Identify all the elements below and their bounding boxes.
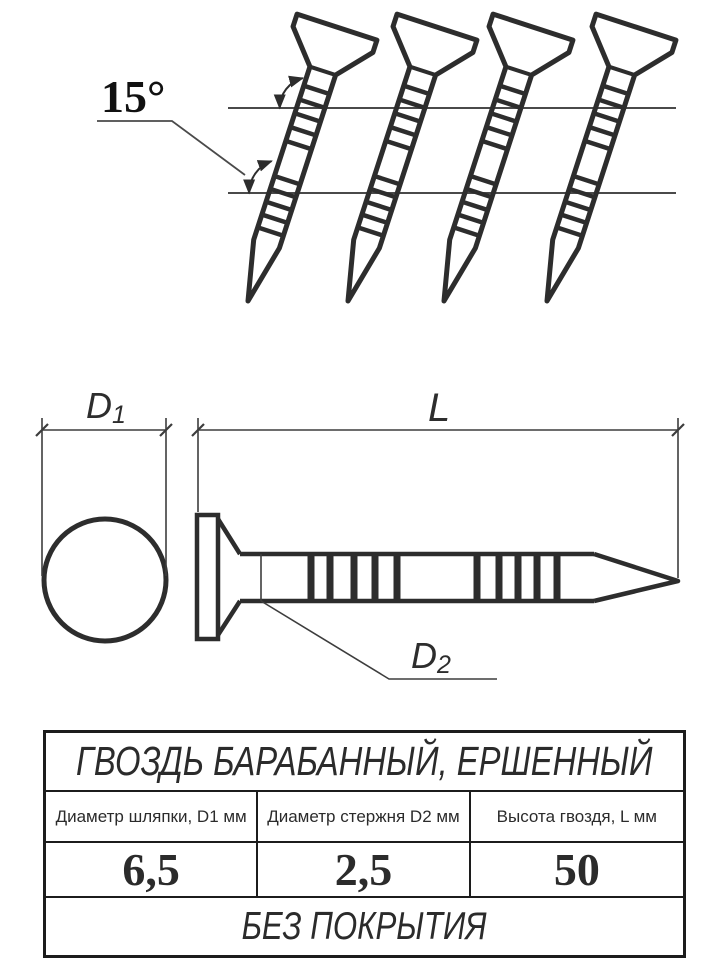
nail-head-side xyxy=(194,512,221,642)
nail-point xyxy=(593,551,681,604)
d2-leader-line xyxy=(260,600,497,680)
shank-rings xyxy=(307,554,561,601)
spec-table: ГВОЗДЬ БАРАБАННЫЙ, ЕРШЕННЫЙ Диаметр шляп… xyxy=(43,730,686,958)
col-header-d1: Диаметр шляпки, D1 мм xyxy=(46,792,259,843)
spec-table-title-row: ГВОЗДЬ БАРАБАННЫЙ, ЕРШЕННЫЙ xyxy=(46,733,683,792)
col-header-d2: Диаметр стержня D2 мм xyxy=(258,792,471,843)
nail-2 xyxy=(308,14,477,314)
dimensioned-nail-view: D1 L D2 xyxy=(35,385,685,680)
angle-arc-upper xyxy=(273,75,305,110)
coating-note: БЕЗ ПОКРЫТИЯ xyxy=(242,904,487,948)
length-label: L xyxy=(428,386,450,430)
nail-side-view xyxy=(194,512,681,642)
spec-table-footer-row: БЕЗ ПОКРЫТИЯ xyxy=(46,898,683,955)
angle-leader-line xyxy=(97,120,246,176)
value-d2: 2,5 xyxy=(258,843,471,898)
d2-label: D2 xyxy=(411,635,451,679)
d1-dimension xyxy=(35,418,173,576)
nail-head-top-view xyxy=(41,516,169,644)
nail-4 xyxy=(507,14,676,314)
d1-label: D1 xyxy=(86,385,126,429)
angle-value-label: 15° xyxy=(101,71,165,122)
head-taper xyxy=(216,517,242,637)
nail-technical-drawing: 15° D1 L xyxy=(35,0,685,680)
value-length: 50 xyxy=(470,843,683,898)
length-dimension xyxy=(191,418,685,578)
collated-nails-view: 15° xyxy=(97,14,676,314)
product-title: ГВОЗДЬ БАРАБАННЫЙ, ЕРШЕННЫЙ xyxy=(76,738,653,784)
shank-outline xyxy=(240,551,594,604)
spec-table-grid: Диаметр шляпки, D1 мм Диаметр стержня D2… xyxy=(46,792,683,898)
angle-arc-lower xyxy=(243,160,273,195)
value-d1: 6,5 xyxy=(46,843,259,898)
col-header-length: Высота гвоздя, L мм xyxy=(470,792,683,843)
